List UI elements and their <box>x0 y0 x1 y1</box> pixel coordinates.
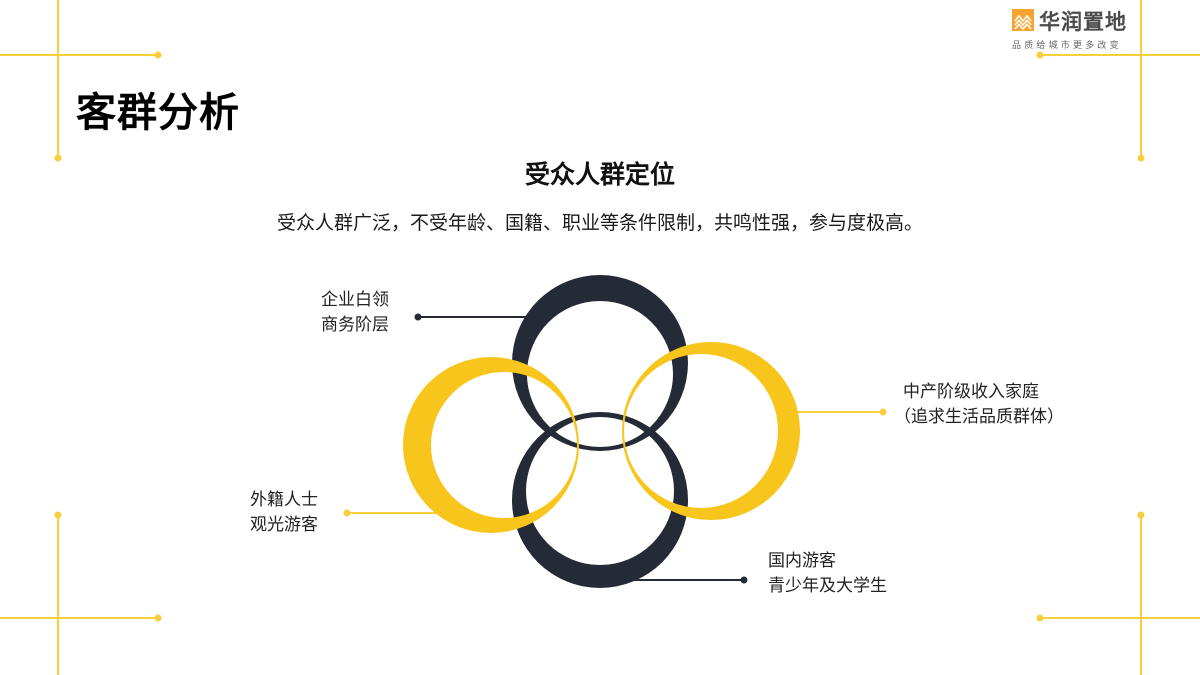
dot-icon <box>54 511 62 519</box>
label-top-line2: 商务阶层 <box>321 315 389 335</box>
connector-left <box>343 509 440 517</box>
label-right-line1: 中产阶级收入家庭 <box>903 382 1039 402</box>
mountain-wave-logo-icon <box>1012 9 1034 31</box>
dot-icon <box>879 408 887 416</box>
dot-icon <box>1036 614 1044 622</box>
dot-icon <box>1137 511 1145 519</box>
dot-icon <box>154 614 162 622</box>
label-left: 外籍人士 观光游客 <box>250 488 318 538</box>
section-description: 受众人群广泛，不受年龄、国籍、职业等条件限制，共鸣性强，参与度极高。 <box>276 212 923 234</box>
dot-icon <box>740 576 748 584</box>
dot-icon <box>1036 51 1044 59</box>
brand-name: 华润置地 <box>1039 10 1127 34</box>
page-title: 客群分析 <box>76 90 240 136</box>
label-top-line1: 企业白领 <box>321 290 389 310</box>
label-top: 企业白领 商务阶层 <box>321 288 389 338</box>
dot-icon <box>154 51 162 59</box>
dot-icon <box>54 154 62 162</box>
label-left-line1: 外籍人士 <box>250 490 318 510</box>
dot-icon <box>1137 154 1145 162</box>
label-right-line2: （追求生活品质群体） <box>894 407 1064 427</box>
brand-logo: 华润置地 品质给城市更多改变 <box>1012 8 1142 54</box>
ring-left-yellow <box>403 357 579 533</box>
dot-icon <box>414 313 422 321</box>
connector-top <box>414 313 528 321</box>
section-title: 受众人群定位 <box>524 160 675 189</box>
connector-bottom <box>620 576 748 584</box>
label-bottom-line2: 青少年及大学生 <box>768 576 887 596</box>
label-left-line2: 观光游客 <box>250 515 318 535</box>
label-bottom-line1: 国内游客 <box>768 551 836 571</box>
connector-right <box>790 408 887 416</box>
label-right: 中产阶级收入家庭 （追求生活品质群体） <box>894 380 1064 430</box>
brand-slogan: 品质给城市更多改变 <box>1012 41 1122 51</box>
dot-icon <box>343 509 351 517</box>
label-bottom: 国内游客 青少年及大学生 <box>768 549 887 599</box>
